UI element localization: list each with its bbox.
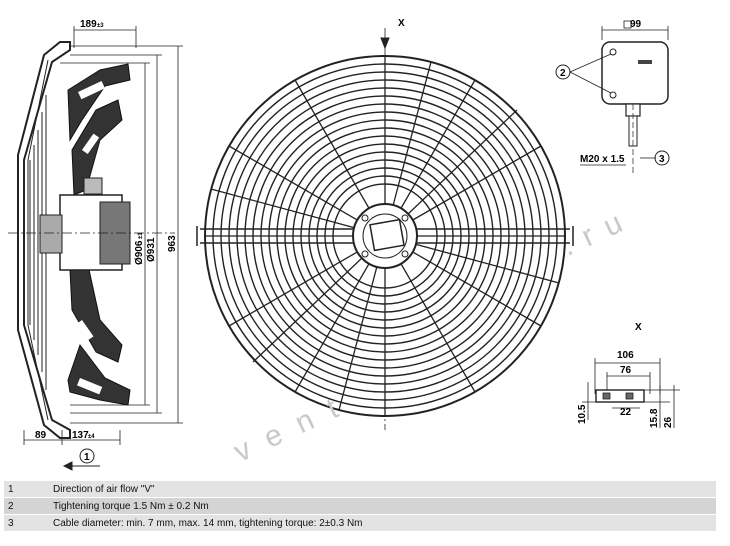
dim-22: 22 xyxy=(620,407,632,418)
legend-row: 1 Direction of air flow "V" xyxy=(4,481,716,498)
callout-1-circle xyxy=(79,448,95,464)
square-symbol xyxy=(623,20,632,29)
side-dimension-lines xyxy=(23,26,183,445)
side-motor-shaft xyxy=(39,214,63,254)
callout-3-circle xyxy=(654,150,670,166)
thread-spec: M20 x 1.5 xyxy=(580,154,625,165)
hub-bolt xyxy=(401,214,409,222)
hub-bolt xyxy=(361,250,369,258)
legend-number: 1 xyxy=(4,481,49,498)
dim-26: 26 xyxy=(663,416,674,428)
front-view xyxy=(196,28,574,430)
hub-bolt xyxy=(401,250,409,258)
hub-bolt xyxy=(361,214,369,222)
dim-76: 76 xyxy=(620,365,632,376)
side-view xyxy=(8,26,183,471)
legend-number: 2 xyxy=(4,497,49,515)
callout-2: 2 xyxy=(560,68,566,79)
dim-15-8: 15.8 xyxy=(649,408,660,428)
callout-3: 3 xyxy=(659,154,665,165)
detail-x-view xyxy=(582,358,680,428)
legend-text: Direction of air flow "V" xyxy=(49,481,716,498)
side-frame-outline xyxy=(17,41,71,439)
front-motor-hub-inner xyxy=(362,213,408,259)
view-x-label-top: X xyxy=(398,18,405,29)
callout-2-circle xyxy=(555,64,571,80)
front-terminal-box xyxy=(369,218,405,252)
callout-2-leader xyxy=(569,71,612,94)
side-terminal-box xyxy=(83,177,103,195)
terminal-box-view xyxy=(555,20,670,175)
callout-2-leader xyxy=(569,53,612,73)
fan-technical-drawing: 189 ±3 89 137 ±4 Ø906 ±1 Ø931 963 1 xyxy=(8,18,680,471)
dim-10-5: 10.5 xyxy=(577,404,588,424)
dim-189: 189 xyxy=(80,19,97,30)
legend-text: Tightening torque 1.5 Nm ± 0.2 Nm xyxy=(49,497,716,515)
airflow-arrowhead xyxy=(62,461,73,471)
view-x-arrow xyxy=(380,37,390,50)
dim-99: 99 xyxy=(630,19,642,30)
dim-189-tol: ±3 xyxy=(97,23,104,29)
view-x-label-detail: X xyxy=(635,322,642,333)
dim-906-tol: ±1 xyxy=(138,232,144,239)
legend-number: 3 xyxy=(4,514,49,532)
legend-row: 2 Tightening torque 1.5 Nm ± 0.2 Nm xyxy=(4,497,716,515)
terminal-box-body xyxy=(601,41,669,105)
dim-137-tol: ±4 xyxy=(88,434,95,440)
side-blades xyxy=(67,63,131,406)
callout-1: 1 xyxy=(84,452,90,463)
dim-137: 137 xyxy=(72,430,89,441)
dim-906: Ø906 xyxy=(134,240,145,265)
dim-106: 106 xyxy=(617,350,634,361)
terminal-screw-icon xyxy=(609,91,617,99)
legend-text: Cable diameter: min. 7 mm, max. 14 mm, t… xyxy=(49,514,716,532)
side-blade-highlights xyxy=(76,81,105,395)
dim-963: 963 xyxy=(167,235,178,252)
bracket-hole xyxy=(625,392,634,400)
side-frame-inner xyxy=(27,59,49,421)
terminal-label-plate xyxy=(638,60,652,64)
bracket-hole xyxy=(602,392,611,400)
terminal-screw-icon xyxy=(609,48,617,56)
dim-931: Ø931 xyxy=(146,237,157,262)
legend-table: 1 Direction of air flow "V" 2 Tightening… xyxy=(4,481,716,532)
legend-row: 3 Cable diameter: min. 7 mm, max. 14 mm,… xyxy=(4,514,716,532)
dim-89: 89 xyxy=(35,430,47,441)
